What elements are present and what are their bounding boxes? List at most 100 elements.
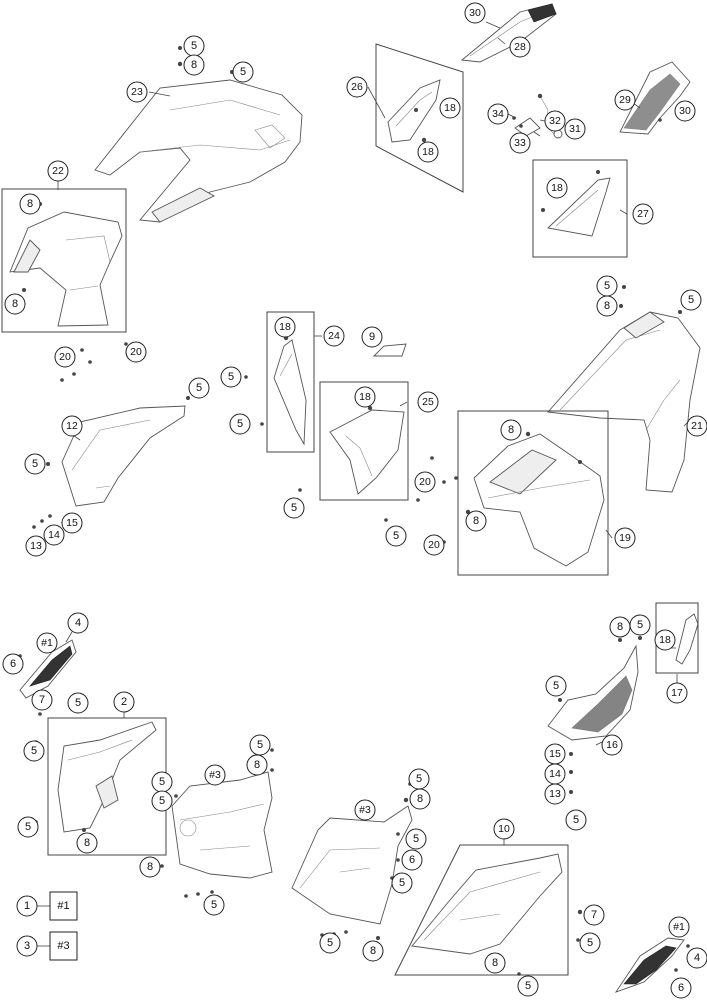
legend-row-1: 1 #1	[16, 891, 78, 921]
callout-5: 5	[408, 768, 430, 790]
callout-22: 22	[47, 160, 69, 182]
group-frames	[1, 43, 699, 976]
callout-8: 8	[362, 940, 384, 962]
callout-label: 14	[48, 529, 60, 541]
part-3-left-panel	[171, 771, 273, 879]
callout-label: 18	[659, 634, 671, 646]
callout-5: 5	[151, 790, 173, 812]
callout-7: 7	[31, 689, 53, 711]
callout-label: 8	[191, 59, 197, 71]
callout-8: 8	[19, 193, 41, 215]
callout-8: 8	[139, 856, 161, 878]
callout-8: 8	[596, 295, 618, 317]
callout-label: 26	[351, 81, 363, 93]
callout-label: 20	[419, 476, 431, 488]
callout-13: 13	[25, 535, 47, 557]
callout-5: 5	[283, 497, 305, 519]
callout-label: 5	[525, 980, 531, 992]
callout-set-1: #1	[36, 632, 58, 654]
callout-34: 34	[487, 103, 509, 125]
callout-31: 31	[564, 118, 586, 140]
callout-label: 5	[159, 795, 165, 807]
callout-label: 18	[444, 102, 456, 114]
callout-label: 8	[508, 424, 514, 436]
callout-label: 8	[604, 300, 610, 312]
callout-label: 10	[498, 823, 510, 835]
callout-5: 5	[680, 289, 702, 311]
callout-label: 22	[52, 165, 64, 177]
callout-30: 30	[674, 100, 696, 122]
callout-label: 23	[131, 86, 143, 98]
callout-label: 5	[196, 382, 202, 394]
callout-label: 18	[279, 321, 291, 333]
part-3-middle-panel	[291, 805, 413, 925]
callout-label: 32	[549, 115, 561, 127]
frame-24	[266, 311, 315, 453]
callout-label: 5	[413, 833, 419, 845]
callout-5: 5	[23, 740, 45, 762]
callout-label: 5	[587, 937, 593, 949]
frame-22	[1, 188, 127, 333]
callout-5: 5	[24, 453, 46, 475]
callout-label: 16	[606, 739, 618, 751]
frame-26	[375, 43, 464, 193]
callout-label: #3	[209, 769, 221, 781]
callout-5: 5	[229, 413, 251, 435]
callout-14: 14	[43, 524, 65, 546]
callout-label: 30	[469, 7, 481, 19]
callout-label: 8	[12, 298, 18, 310]
callout-5: 5	[579, 932, 601, 954]
callout-24: 24	[323, 325, 345, 347]
callout-5: 5	[319, 932, 341, 954]
legend-number: 3	[24, 940, 30, 952]
callout-label: 5	[75, 697, 81, 709]
legend-number: 1	[24, 900, 30, 912]
callout-label: 25	[422, 396, 434, 408]
callout-label: 31	[569, 123, 581, 135]
callout-label: 5	[291, 502, 297, 514]
callout-label: 8	[27, 198, 33, 210]
callout-5: 5	[188, 377, 210, 399]
callout-4: 4	[686, 947, 707, 969]
part-22-inner-fairing	[9, 211, 123, 327]
callout-8: 8	[246, 754, 268, 776]
callout-label: 5	[31, 745, 37, 757]
part-12-side-panel	[61, 405, 186, 507]
frame-10	[394, 844, 569, 976]
callout-5: 5	[385, 525, 407, 547]
part-25-panel	[329, 409, 405, 495]
callout-label: 28	[514, 41, 526, 53]
callout-label: 15	[549, 748, 561, 760]
callout-5: 5	[405, 828, 427, 850]
callout-label: 4	[694, 952, 700, 964]
callout-30: 30	[464, 2, 486, 24]
frame-27	[532, 159, 628, 258]
callout-label: 24	[328, 330, 340, 342]
callout-5: 5	[183, 35, 205, 57]
callout-label: #1	[673, 921, 685, 933]
callout-set-1: #1	[668, 916, 690, 938]
callout-8: 8	[465, 510, 487, 532]
frame-2	[47, 717, 167, 856]
callout-label: 8	[254, 759, 260, 771]
callout-label: 5	[237, 418, 243, 430]
callout-8: 8	[500, 419, 522, 441]
callout-18: 18	[354, 386, 376, 408]
callout-label: 8	[473, 515, 479, 527]
callout-label: 8	[492, 957, 498, 969]
callout-8: 8	[76, 832, 98, 854]
callout-label: 5	[327, 937, 333, 949]
callout-label: 21	[691, 420, 703, 432]
callout-6: 6	[670, 977, 692, 999]
callout-33: 33	[509, 132, 531, 154]
callout-13: 13	[544, 783, 566, 805]
callout-5: 5	[17, 816, 39, 838]
callout-32: 32	[544, 110, 566, 132]
callout-label: 5	[228, 371, 234, 383]
callout-label: 13	[30, 540, 42, 552]
callout-18: 18	[546, 177, 568, 199]
callout-label: 19	[619, 532, 631, 544]
callout-8: 8	[183, 54, 205, 76]
callout-label: 20	[130, 346, 142, 358]
